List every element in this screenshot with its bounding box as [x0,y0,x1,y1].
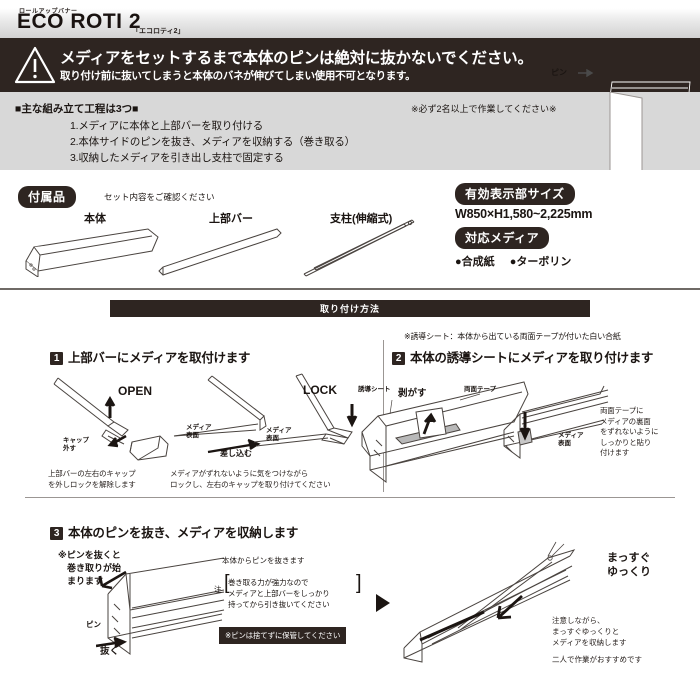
step1-open-label: OPEN [118,384,153,398]
step-2-heading: 2 本体の誘導シートにメディアを取り付けます [392,347,653,366]
parts-section: 付属品 セット内容をご確認ください 本体 上部バー 支柱(伸縮式) [0,170,700,288]
step3-right-emphasis: まっすぐ ゆっくり [607,552,651,578]
warning-line-1: メディアをセットするまで本体のピンは絶対に抜かないでください。 [60,50,533,67]
install-method-bar: 取り付け方法 [110,300,590,317]
media-value-2: ●ターボリン [509,256,572,268]
page-title: ECO ROTI 2 [17,10,142,33]
summary-step-2: 2.本体サイドのピンを抜き、メディアを収納する（巻き取る） [70,136,355,148]
step2-peel-label: 剥がす [398,388,427,399]
step-1-number: 1 [50,352,63,365]
step1-media-face-label-a: メディア 表面 [186,424,212,439]
step-1-title: 上部バーにメディアを取付けます [68,351,251,365]
step3-flow-arrow-icon [376,594,390,612]
step1-caption-left: 上部バーの左右のキャップ を外しロックを解除します [48,469,136,489]
step1-lock-illustration [253,373,358,447]
step2-caption-right: 両面テープに メディアの裏面 をずれないように しっかりと貼り 付けます [600,406,659,457]
step-3-title: 本体のピンを抜き、メディアを収納します [68,526,299,540]
summary-step-3: 3.収納したメディアを引き出し支柱で固定する [70,152,284,164]
pin-arrow-icon [578,69,594,77]
step3-chu-label: 注 [214,585,222,594]
product-name-jp: 「エコロティ2」 [132,28,185,35]
step3-right-caption: 注意しながら、 まっすぐゆっくりと メディアを収納します [552,616,627,647]
cassette-base-icon [25,228,159,277]
step1-open-illustration [53,377,169,461]
step2-media-face-label: メディア 表面 [558,432,584,447]
media-values: ●合成紙 ●ターボリン [455,253,583,269]
media-value-1: ●合成紙 [455,256,495,268]
top-bar-icon [158,228,282,276]
step3-left-note: ※ピンを抜くと 巻き取りが始 まります [58,550,122,586]
pin-callout-label: ピン [551,68,567,77]
step-3-number: 3 [50,527,63,540]
summary-step-1: 1.メディアに本体と上部バーを取り付ける [70,120,264,132]
step1-lock-label: LOCK [303,383,337,397]
parts-pill-label: 付属品 [18,186,76,208]
step3-cassette-illustration [96,557,225,655]
step-2-number: 2 [392,352,405,365]
warning-banner: メディアをセットするまで本体のピンは絶対に抜かないでください。 取り付け前に抜い… [0,38,700,127]
warning-line-2: 取り付け前に抜いてしまうと本体のバネが伸びてしまい使用不可となります。 [60,70,416,82]
step2-peel-illustration [361,381,529,483]
product-kana: ロールアップバナー [19,9,78,15]
step2-double-tape-label: 両面テープ [464,386,497,393]
step3-rollup-illustration [403,541,576,663]
step3-pin-label: ピン [86,620,101,629]
step3-caution-text: 巻き取る力が強力なので メディアと上部バーをしっかり 持ってから引き抜いてくださ… [228,578,330,609]
spec-size-value: W850×H1,580~2,225mm [455,207,593,221]
step1-cap-remove-label: キャップ 外す [63,437,89,452]
part-label-top-bar: 上部バー [209,213,253,225]
part-label-pole: 支柱(伸縮式) [330,213,393,225]
summary-note: ※必ず2名以上で作業してください※ [411,104,557,114]
step1-insert-label: 差し込む [220,449,252,458]
page-header: ロールアップバナー ECO ROTI 2 「エコロティ2」 [0,0,700,38]
telescopic-pole-icon [303,219,415,277]
parts-note: セット内容をご確認ください [104,192,215,202]
step3-pull-label: 抜く [100,646,120,657]
step3-right-caption-2: 二人で作業がおすすめです [552,655,642,664]
warning-triangle-icon [14,46,56,84]
step-2-title: 本体の誘導シートにメディアを取り付けます [410,351,654,365]
step3-mid-heading: 本体からピンを抜きます [222,556,305,565]
media-pill-label: 対応メディア [455,227,550,249]
step-2-note: ※誘導シート：本体から出ている両面テープが付いた白い合紙 [404,332,621,341]
step1-insert-illustration [173,375,267,454]
summary-step-list: 1.メディアに本体と上部バーを取り付ける 2.本体サイドのピンを抜き、メディアを… [70,118,355,166]
step-1-heading: 1 上部バーにメディアを取付けます [50,347,250,366]
step2-attach-illustration [503,385,609,459]
step-row-divider [25,497,675,498]
install-method-title: 取り付け方法 [319,304,380,314]
spec-pill-label: 有効表示部サイズ [455,183,575,205]
summary-heading: ■主な組み立て工程は3つ■ [15,103,139,115]
section-divider-top [0,288,700,290]
step2-guide-sheet-label: 誘導シート [358,386,391,393]
step1-media-face-label-b: メディア 表面 [266,427,292,442]
step-3-heading: 3 本体のピンを抜き、メディアを収納します [50,522,298,541]
summary-band: ■主な組み立て工程は3つ■ ※必ず2名以上で作業してください※ 1.メディアに本… [0,92,700,170]
part-label-body: 本体 [84,213,106,225]
step1-caption-right: メディアがずれないように気をつけながら ロックし、左右のキャップを取り付けてくだ… [170,469,331,489]
step3-keep-note: ※ピンは捨てずに保管してください [219,627,347,644]
